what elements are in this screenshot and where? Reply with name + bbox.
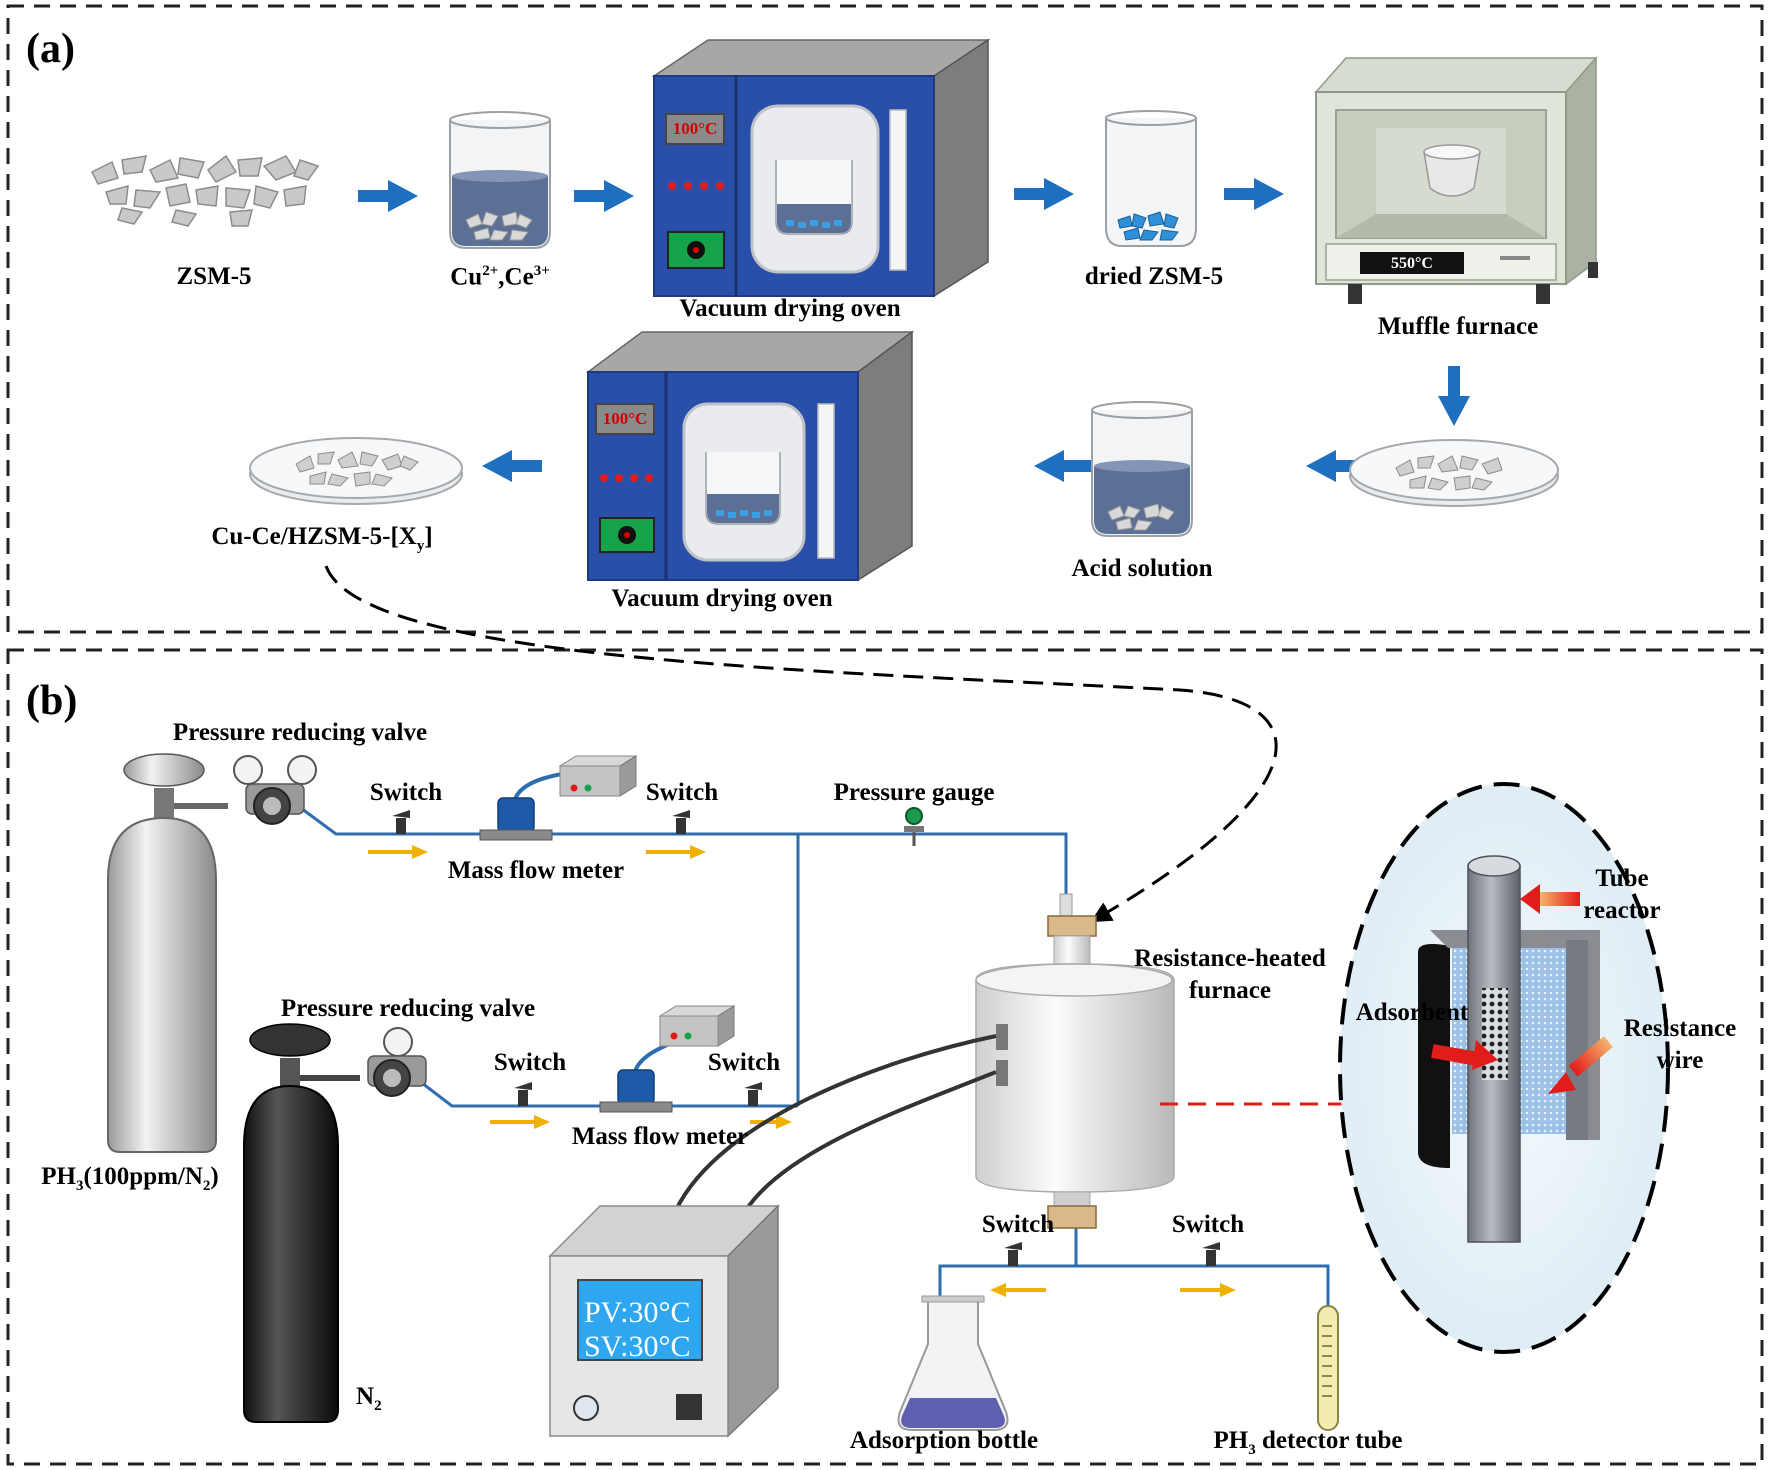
label-mfm-top: Mass flow meter <box>447 857 625 884</box>
label-n2-sub: 2 <box>374 1398 382 1414</box>
label-product: Cu-Ce/HZSM-5-[Xy] <box>211 524 432 554</box>
label-ce: Ce <box>504 263 534 291</box>
label-product-end: ] <box>424 523 433 550</box>
pressure-regulator-top-icon <box>233 755 317 825</box>
label-detector-sub: 3 <box>1248 1442 1256 1458</box>
label-adsorption-bottle: Adsorption bottle <box>849 1427 1039 1454</box>
label-product-sub: y <box>416 538 425 554</box>
vacuum-oven-2-icon <box>585 330 915 582</box>
flow-arrow-a6 <box>1034 450 1094 482</box>
oven-2-display: 100°C <box>602 409 648 428</box>
label-cu: Cu <box>450 263 483 291</box>
label-furnace-line1: Resistance-heated <box>1134 945 1326 972</box>
flow-arrow-a4 <box>1224 178 1284 210</box>
panel-a-border <box>6 4 1764 634</box>
label-oven-1: Vacuum drying oven <box>679 295 901 322</box>
label-cu-charge: 2+ <box>482 263 499 279</box>
label-oven-2: Vacuum drying oven <box>611 585 833 612</box>
flow-arrow-a3 <box>1014 178 1074 210</box>
beaker-solution-icon <box>449 111 551 249</box>
label-mfm-bottom: Mass flow meter <box>571 1123 749 1150</box>
label-ph3-b: (100ppm/N <box>83 1163 203 1190</box>
adsorption-bottle-icon <box>897 1295 1009 1431</box>
label-valve-top: Pressure reducing valve <box>172 719 428 746</box>
label-tube-line2: reactor <box>1583 897 1661 924</box>
flow-arrow-down <box>1438 366 1470 426</box>
label-zsm5: ZSM-5 <box>176 263 252 290</box>
flow-arrow-a7 <box>482 450 542 482</box>
mass-flow-meter-top-icon <box>479 755 638 841</box>
pressure-regulator-bottom-icon <box>367 1027 427 1097</box>
label-cu-ce: Cu2+,Ce3+ <box>450 263 550 291</box>
temperature-controller-icon <box>548 1204 780 1438</box>
vacuum-oven-1-icon <box>651 38 991 298</box>
zsm5-chips-icon <box>90 154 320 227</box>
resistance-furnace-icon <box>975 893 1175 1229</box>
label-comma: , <box>498 263 505 291</box>
label-detector-tube: PH3 detector tube <box>1214 1428 1403 1458</box>
gas-pipes <box>297 804 1330 1306</box>
label-wire-line1: Resistance <box>1623 1015 1737 1042</box>
label-switch-2: Switch <box>645 779 719 806</box>
flow-arrows-yellow <box>368 845 1236 1297</box>
panel-b-border <box>6 648 1764 1466</box>
label-ph3-cylinder: PH3(100ppm/N2) <box>41 1164 219 1194</box>
label-switch-4: Switch <box>707 1049 781 1076</box>
label-switch-3: Switch <box>493 1049 567 1076</box>
controller-pv: PV:30°C <box>584 1296 691 1329</box>
switch-valve-icons <box>392 810 1220 1266</box>
label-ph3-c: ) <box>210 1163 219 1190</box>
label-detector-b: detector tube <box>1255 1427 1403 1454</box>
beaker-acid-icon <box>1091 401 1193 537</box>
red-pointer-arrows <box>1431 884 1613 1094</box>
controller-sv: SV:30°C <box>584 1330 691 1363</box>
panel-b-tag: (b) <box>26 678 78 724</box>
label-ph3-a: PH <box>41 1163 76 1190</box>
label-furnace-line2: furnace <box>1189 977 1271 1004</box>
muffle-display: 550°C <box>1391 255 1433 272</box>
ph3-cylinder-icon <box>107 753 228 1153</box>
label-switch-1: Switch <box>369 779 443 806</box>
mass-flow-meter-bottom-icon <box>599 1005 736 1113</box>
n2-cylinder-icon <box>243 1023 360 1423</box>
label-dried-zsm5: dried ZSM-5 <box>1084 263 1224 290</box>
muffle-furnace-icon <box>1314 56 1598 304</box>
label-switch-5: Switch <box>981 1211 1055 1238</box>
label-tube-line1: Tube <box>1595 865 1649 892</box>
label-adsorbent: Adsorbent <box>1355 999 1469 1026</box>
petri-dish-product-icon <box>249 437 463 505</box>
label-product-main: Cu-Ce/HZSM-5-[X <box>211 523 417 550</box>
flow-arrow-a2 <box>574 180 634 212</box>
label-ce-charge: 3+ <box>533 263 550 279</box>
controller-cables <box>674 1034 997 1212</box>
label-acid-solution: Acid solution <box>1071 555 1213 582</box>
label-pressure-gauge: Pressure gauge <box>833 779 995 806</box>
petri-dish-right-icon <box>1349 439 1559 507</box>
label-ph3-sub2: 2 <box>202 1178 211 1194</box>
pressure-gauge-icon <box>904 807 924 846</box>
dashed-link-curve <box>324 565 1278 923</box>
label-muffle-furnace: Muffle furnace <box>1377 313 1539 340</box>
label-wire-line2: wire <box>1656 1047 1704 1074</box>
label-switch-6: Switch <box>1171 1211 1245 1238</box>
flow-arrow-a1 <box>358 180 418 212</box>
label-ph3-sub: 3 <box>75 1178 84 1194</box>
reactor-detail-callout <box>1338 782 1670 1354</box>
beaker-dried-icon <box>1105 110 1197 247</box>
ph3-detector-tube-icon <box>1317 1305 1339 1431</box>
label-n2-cylinder: N2 <box>356 1384 382 1414</box>
panel-a-tag: (a) <box>26 26 75 72</box>
label-detector-a: PH <box>1213 1427 1249 1454</box>
oven-1-display: 100°C <box>672 119 718 138</box>
label-n2-a: N <box>356 1383 375 1410</box>
label-valve-bottom: Pressure reducing valve <box>280 995 536 1022</box>
